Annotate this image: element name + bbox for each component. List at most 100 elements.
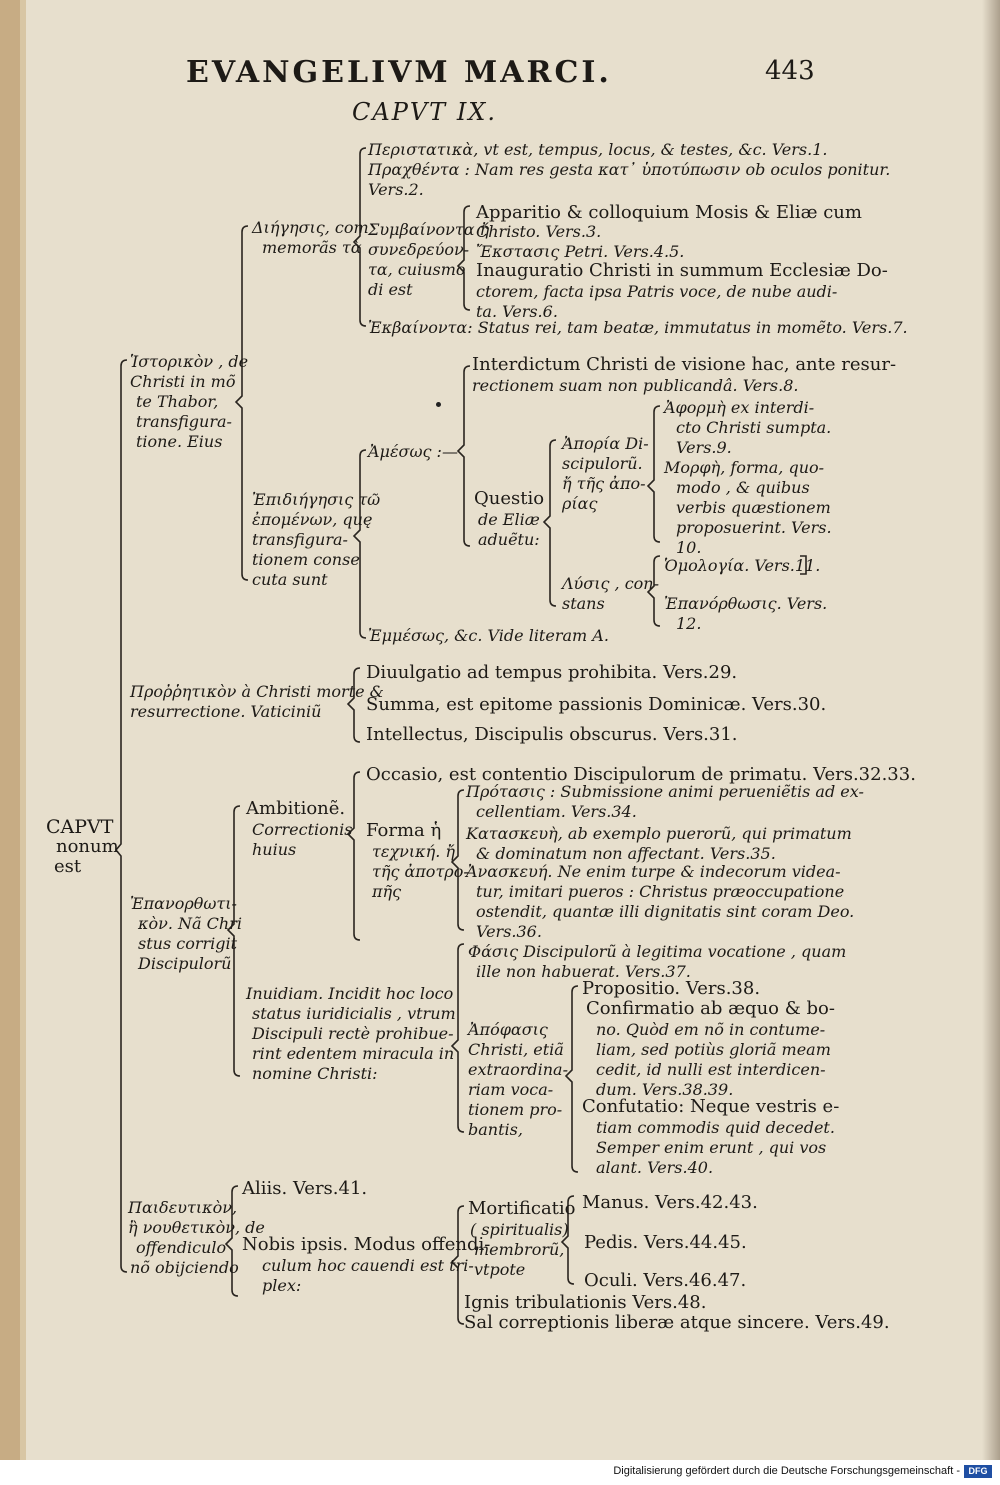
emmesos-line: Ἐμμέσως, &c. Vide literam A. bbox=[368, 626, 609, 645]
apophasis-item: dum. Vers.38.39. bbox=[596, 1080, 734, 1099]
part4-label: ἢ νουθετικὸν, de bbox=[128, 1218, 265, 1237]
aporia-item: Μορφὴ, forma, quo- bbox=[664, 458, 825, 477]
part1-label: Ἱστορικὸν , de bbox=[130, 352, 249, 371]
aporia-item: verbis quæstionem bbox=[676, 498, 831, 517]
event-item: Inauguratio Christi in summum Ecclesiæ D… bbox=[476, 260, 888, 281]
questio-label: de Eliæ bbox=[478, 510, 540, 529]
footer-bar: Digitalisierung gefördert durch die Deut… bbox=[0, 1460, 1000, 1485]
aporia-label: Ἀπορία Di- bbox=[562, 434, 649, 453]
part3-label: κὸν. Nã Chri bbox=[138, 914, 242, 933]
part3-label: Discipulorũ bbox=[138, 954, 232, 973]
vaticinium-item: Diuulgatio ad tempus prohibita. Vers.29. bbox=[366, 662, 738, 683]
apophasis-item: Confutatio: Neque vestris e- bbox=[582, 1096, 840, 1117]
root-label: CAPVT bbox=[46, 816, 114, 838]
interdictum-line: rectionem suam non publicandâ. Vers.8. bbox=[472, 376, 799, 395]
forma-label: τῆς ἀποτρο- bbox=[372, 862, 469, 881]
diegesis-label: memorãs τὰ bbox=[262, 238, 362, 257]
part1-label: tione. Eius bbox=[136, 432, 223, 451]
mortificatio-label: vtpote bbox=[474, 1260, 526, 1279]
apophasis-label: bantis, bbox=[468, 1120, 523, 1139]
event-item: Christo. Vers.3. bbox=[476, 222, 602, 241]
footer-credit: Digitalisierung gefördert durch die Deut… bbox=[613, 1465, 960, 1477]
inuidia-label: Discipuli rectè prohibue- bbox=[252, 1024, 454, 1043]
lysis-item: Ἐπανόρθωσις. Vers. bbox=[664, 594, 828, 613]
inuidia-label: Inuidiam. Incidit hoc loco bbox=[246, 984, 454, 1003]
apophasis-label: extraordina- bbox=[468, 1060, 568, 1079]
epidiegesis-label: cuta sunt bbox=[252, 570, 328, 589]
aporia-item: Vers.9. bbox=[676, 438, 732, 457]
forma-item: Κατασκευὴ, ab exemplo puerorũ, qui prima… bbox=[466, 824, 852, 843]
apophasis-item: Semper enim erunt , qui vos bbox=[596, 1138, 827, 1157]
sal-line: Sal correptionis liberæ atque sincere. V… bbox=[464, 1312, 890, 1333]
part3-label: stus corrigit bbox=[138, 934, 238, 953]
interdictum-line: Interdictum Christi de visione hac, ante… bbox=[472, 354, 897, 375]
apophasis-item: Propositio. Vers.38. bbox=[582, 978, 761, 999]
apophasis-label: Ἀπόφασις bbox=[468, 1020, 548, 1039]
page-number: 443 bbox=[765, 56, 815, 86]
page-binding-shadow bbox=[20, 0, 26, 1460]
aporia-item: 10. bbox=[676, 538, 702, 557]
bullet-mark bbox=[436, 402, 441, 407]
ambitio-label: Ambitionẽ. bbox=[246, 798, 346, 819]
inuidia-label: status iuridicialis , vtrum bbox=[252, 1004, 456, 1023]
root-label: nonum bbox=[56, 836, 119, 857]
symbainonta-label: τα, cuiusmo bbox=[368, 260, 466, 279]
event-item: ctorem, facta ipsa Patris voce, de nube … bbox=[476, 282, 838, 301]
nobis-line: Nobis ipsis. Modus offendi- bbox=[242, 1234, 491, 1255]
amesos-label: Ἀμέσως :— bbox=[368, 442, 458, 461]
part1-label: te Thabor, bbox=[136, 392, 219, 411]
apophasis-item: Confirmatio ab æquo & bo- bbox=[586, 998, 835, 1019]
pragmata-line: Vers.2. bbox=[368, 180, 424, 199]
epidiegesis-label: transfigura- bbox=[252, 530, 348, 549]
phasis-line: Φάσις Discipulorũ à legitima vocatione ,… bbox=[468, 942, 847, 961]
inuidia-label: nomine Christi: bbox=[252, 1064, 378, 1083]
member-item: Oculi. Vers.46.47. bbox=[584, 1270, 747, 1291]
symbainonta-label: Συμβαίνοντα ἤ bbox=[368, 220, 490, 239]
part1-label: Christi in mõ bbox=[130, 372, 236, 391]
questio-label: aduẽtu: bbox=[478, 530, 540, 549]
phasis-line: ille non habuerat. Vers.37. bbox=[476, 962, 691, 981]
apophasis-label: Christi, etiã bbox=[468, 1040, 564, 1059]
ekbainonta-line: Ἐκβαίνοντα: Status rei, tam beatæ, immut… bbox=[368, 318, 908, 337]
mortificatio-label: Mortificatio bbox=[468, 1198, 576, 1219]
symbainonta-label: di est bbox=[368, 280, 413, 299]
forma-item: tur, imitari pueros : Christus præoccupa… bbox=[476, 882, 845, 901]
forma-item: cellentiam. Vers.34. bbox=[476, 802, 637, 821]
symbainonta-label: συνεδρεύον- bbox=[368, 240, 470, 259]
mortificatio-label: ( spiritualis) bbox=[470, 1220, 569, 1239]
aporia-label: scipulorũ. bbox=[562, 454, 643, 473]
part4-label: offendiculo bbox=[136, 1238, 227, 1257]
vaticinium-item: Summa, est epitome passionis Dominicæ. V… bbox=[366, 694, 827, 715]
diegesis-label: Διήγησις, com bbox=[252, 218, 369, 237]
apophasis-item: liam, sed potiùs gloriã meam bbox=[596, 1040, 831, 1059]
forma-label: πῆς bbox=[372, 882, 402, 901]
apophasis-item: no. Quòd em nõ in contume- bbox=[596, 1020, 826, 1039]
apophasis-item: alant. Vers.40. bbox=[596, 1158, 714, 1177]
page-binding-edge bbox=[0, 0, 20, 1460]
event-item: Apparitio & colloquium Mosis & Eliæ cum bbox=[476, 202, 862, 223]
vaticinium-item: Intellectus, Discipulis obscurus. Vers.3… bbox=[366, 724, 738, 745]
nobis-line: plex: bbox=[262, 1276, 302, 1295]
part2-label: resurrectione. Vaticiniũ bbox=[130, 702, 322, 721]
dfg-logo-icon: DFG bbox=[964, 1465, 992, 1478]
aporia-label: ρίας bbox=[562, 494, 598, 513]
page-edge-shadow bbox=[982, 0, 1000, 1460]
forma-item: & dominatum non affectant. Vers.35. bbox=[476, 844, 776, 863]
epidiegesis-label: tionem conse bbox=[252, 550, 360, 569]
lysis-item: Ὁμολογία. Vers.11. bbox=[664, 556, 821, 575]
part4-label: nõ obijciendo bbox=[130, 1258, 239, 1277]
peristatika-line: Περιστατικὰ, vt est, tempus, locus, & te… bbox=[368, 140, 828, 159]
ambitio-label: Correctionis bbox=[252, 820, 353, 839]
chapter-heading: CAPVT IX. bbox=[352, 98, 498, 126]
inuidia-label: rint edentem miracula in bbox=[252, 1044, 455, 1063]
part2-label: Προῤῥητικὸν à Christi morte & bbox=[130, 682, 384, 701]
event-item: ta. Vers.6. bbox=[476, 302, 558, 321]
nobis-line: culum hoc cauendi est tri- bbox=[262, 1256, 474, 1275]
apophasis-item: tiam commodis quid decedet. bbox=[596, 1118, 835, 1137]
aporia-item: modo , & quibus bbox=[676, 478, 810, 497]
aporia-item: cto Christi sumpta. bbox=[676, 418, 832, 437]
aporia-item: proposuerint. Vers. bbox=[676, 518, 832, 537]
apophasis-item: cedit, id nulli est interdicen- bbox=[596, 1060, 826, 1079]
